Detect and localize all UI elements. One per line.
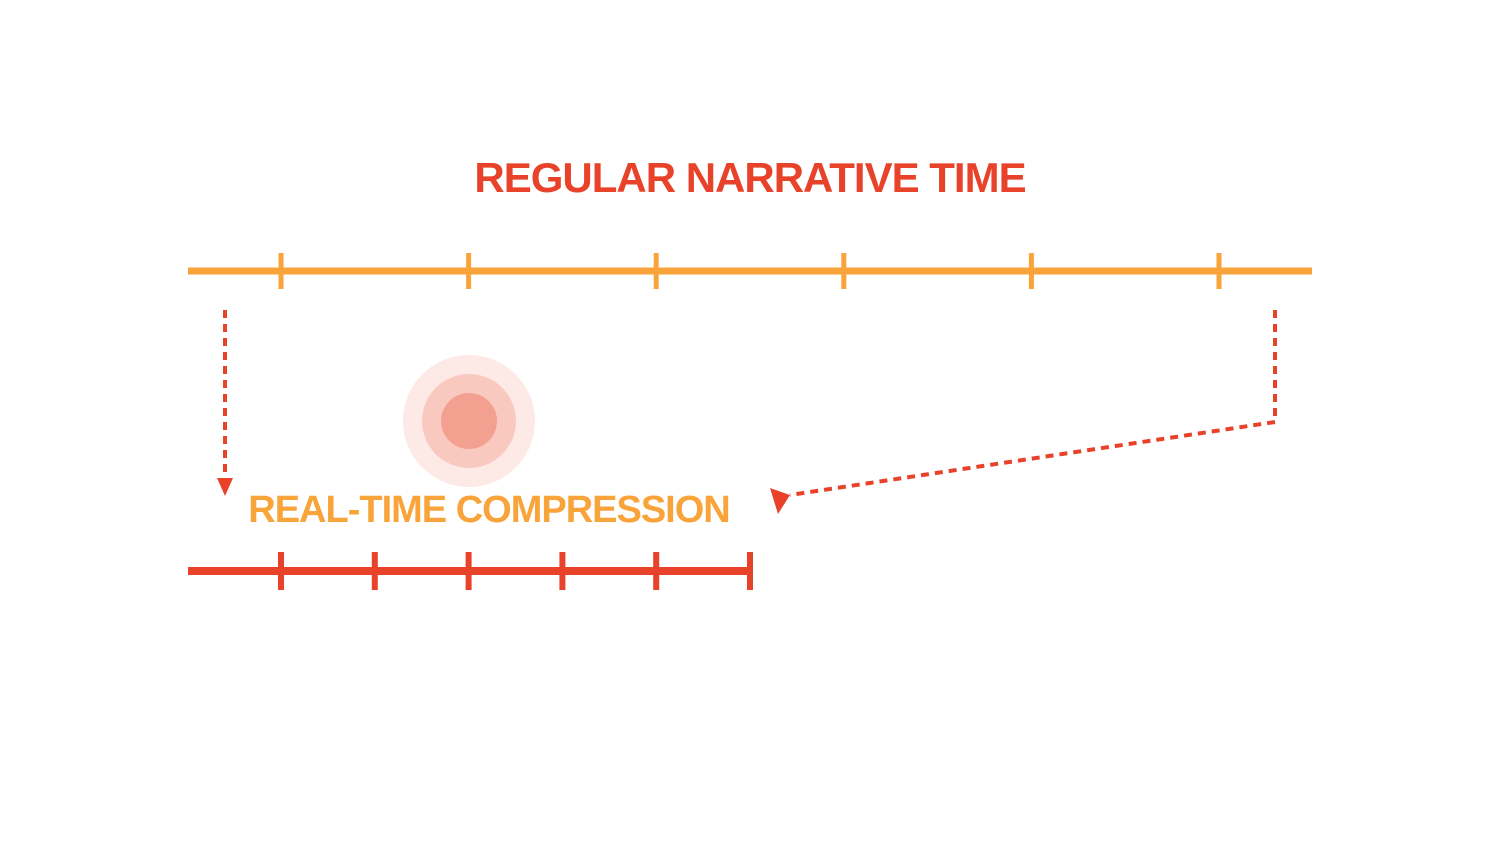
regular-timeline-ticks (278, 253, 1222, 289)
right-dashed-arrow (770, 310, 1277, 514)
left-dashed-arrow-head (217, 478, 233, 496)
pulse-core (441, 393, 497, 449)
regular-narrative-time-title: REGULAR NARRATIVE TIME (474, 154, 1025, 201)
right-dashed-arrow-line (789, 310, 1277, 497)
left-dashed-arrow (217, 310, 233, 496)
real-time-compression-title: REAL-TIME COMPRESSION (248, 489, 729, 531)
compressed-timeline (188, 552, 753, 590)
pulse-indicator (403, 355, 535, 487)
right-dashed-arrow-head (770, 488, 790, 514)
compressed-timeline-ticks (278, 552, 753, 590)
regular-timeline (188, 253, 1312, 289)
